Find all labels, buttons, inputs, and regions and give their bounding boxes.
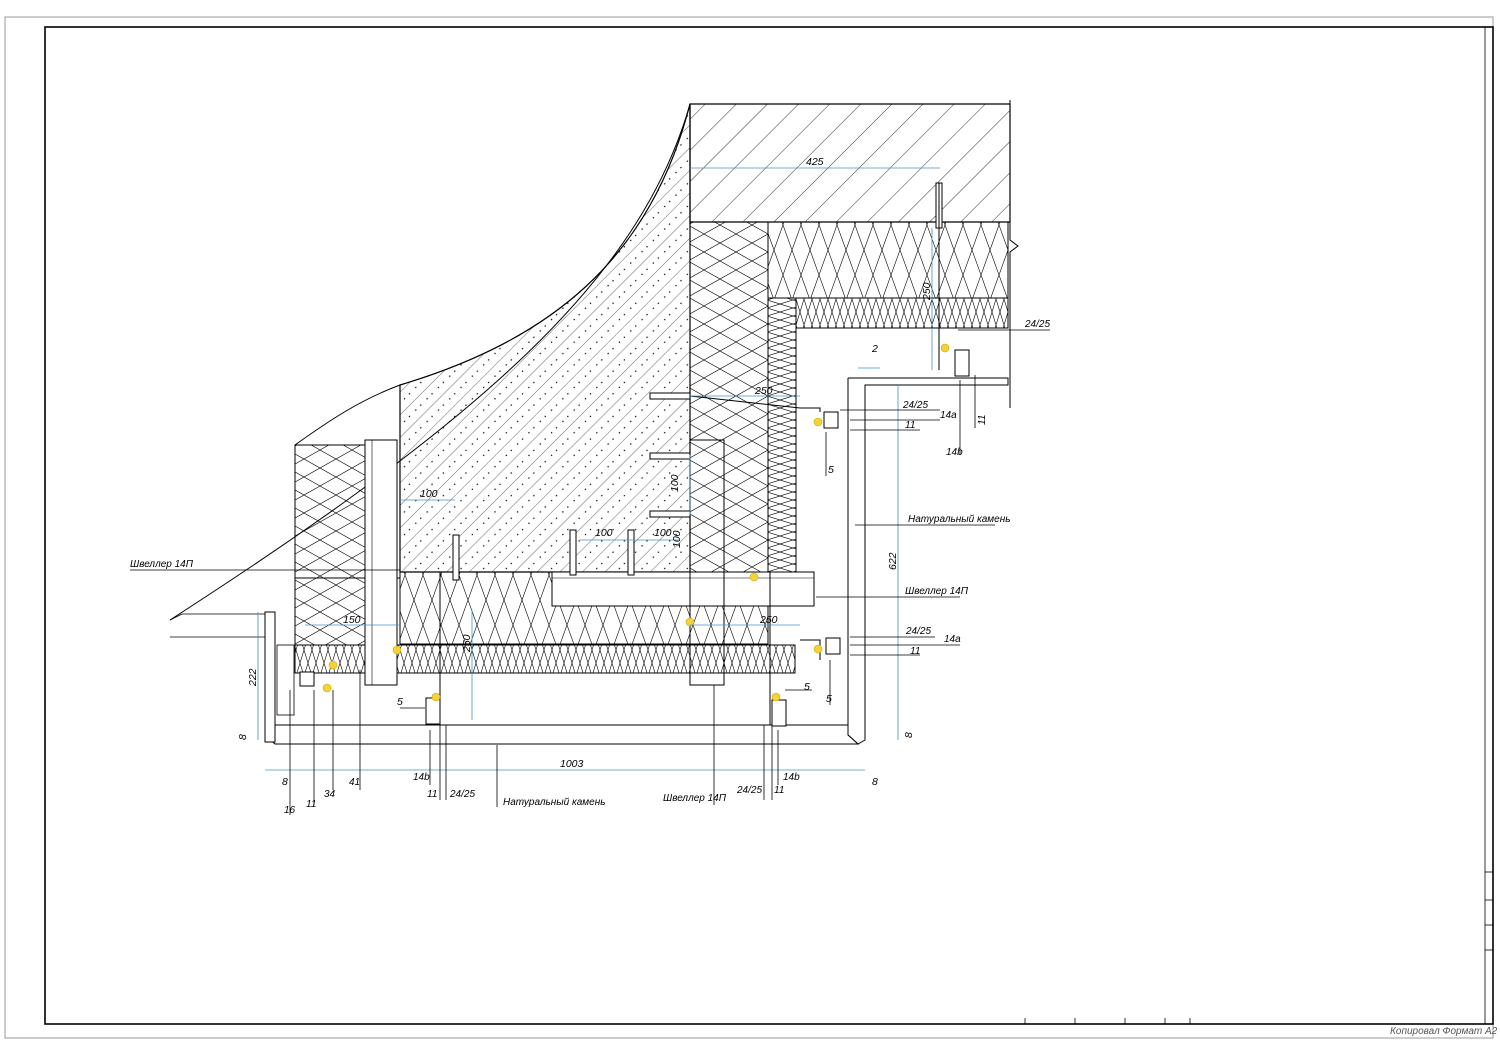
dim-5-left: 5: [397, 696, 403, 708]
callout-11-left-2: 11: [427, 789, 437, 800]
dim-425: 425: [806, 156, 824, 168]
callout-16: 16: [284, 805, 296, 816]
dim-250-mid: 250: [754, 385, 773, 397]
dim-100-b: 100: [595, 527, 613, 539]
callout-14b-right: 14b: [783, 772, 800, 783]
dim-8-right: 8: [903, 732, 915, 738]
anchors: [299, 182, 970, 727]
dim-250-v: 250: [461, 634, 473, 653]
dim-250-top: 250: [921, 282, 933, 301]
fastener-markers: [322, 343, 950, 702]
dim-8-bottom-right: 8: [872, 776, 878, 788]
sheet-stamp: Копировал Формат A2: [1390, 1026, 1498, 1037]
callout-11-right: 11: [774, 785, 784, 796]
dim-5-b: 5: [804, 681, 810, 693]
dim-100-v2: 100: [671, 530, 683, 548]
dim-5-c: 5: [826, 693, 832, 705]
callout-14a-a: 14a: [940, 410, 957, 421]
callout-14a-b: 14a: [944, 634, 961, 645]
sheet-frame: Копировал Формат A2: [4, 16, 1498, 1039]
dim-8-bottom-left: 8: [282, 776, 288, 788]
callout-24-25-b: 24/25: [905, 626, 931, 637]
label-channel-right: Швеллер 14П: [905, 586, 969, 597]
dim-2: 2: [871, 343, 878, 355]
callout-24-25-left: 24/25: [449, 789, 475, 800]
dim-8-left: 8: [237, 734, 249, 740]
leader-lines: [130, 329, 1050, 815]
dim-1003: 1003: [560, 758, 584, 770]
callout-24-25-right: 24/25: [736, 785, 762, 796]
dimension-texts: 425 250 2 250 100 100 100 100 100 150 25…: [237, 156, 933, 788]
dim-100-c: 100: [654, 527, 672, 539]
callout-11-b: 11: [910, 646, 920, 657]
dim-100-a: 100: [420, 488, 438, 500]
label-stone-bottom: Натуральный камень: [503, 797, 605, 808]
dim-250-low: 250: [759, 614, 778, 626]
callout-texts: 24/25 11 14b 24/25 14a 11 24/25 14a 11 1…: [284, 319, 1050, 816]
callout-34: 34: [324, 789, 336, 800]
callout-24-25-top: 24/25: [1024, 319, 1050, 330]
dimension-lines: [257, 167, 940, 771]
dim-5-a: 5: [828, 464, 834, 476]
label-stone-right: Натуральный камень: [908, 514, 1010, 525]
callout-11-top: 11: [977, 415, 988, 425]
dim-222: 222: [247, 668, 259, 687]
callout-14b-left: 14b: [413, 772, 430, 783]
callout-24-25-a: 24/25: [902, 400, 928, 411]
label-channel-bottom: Швеллер 14П: [663, 793, 727, 804]
callout-11-a: 11: [905, 420, 915, 431]
stone-facing: [264, 377, 1009, 745]
dim-100-v1: 100: [669, 474, 681, 492]
callout-41: 41: [349, 777, 360, 788]
callout-11-left: 11: [306, 799, 316, 810]
curved-wall: [169, 103, 691, 638]
label-channel-left: Швеллер 14П: [130, 559, 194, 570]
callout-14b-top: 14b: [946, 447, 963, 458]
material-labels: Швеллер 14П Швеллер 14П Швеллер 14П Нату…: [130, 514, 1010, 808]
dim-150: 150: [343, 614, 361, 626]
dim-622: 622: [887, 552, 899, 570]
